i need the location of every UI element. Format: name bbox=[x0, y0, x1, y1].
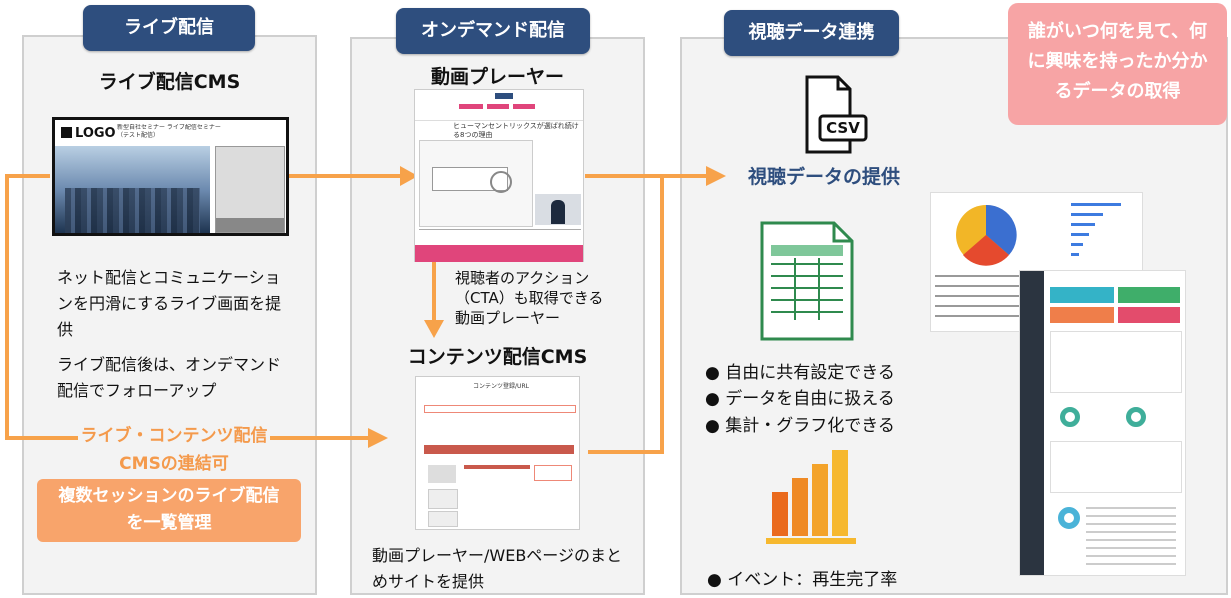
player-presenter bbox=[535, 194, 581, 225]
spreadsheet-icon bbox=[760, 221, 854, 341]
player-screenshot: ヒューマンセントリックスが選ばれ続ける8つの理由 bbox=[414, 89, 584, 262]
cms-screenshot: コンテンツ登録/URL bbox=[415, 376, 580, 530]
player-cta-bar[interactable] bbox=[415, 245, 583, 262]
player-video bbox=[419, 140, 533, 227]
live-heading: ライブ配信CMS bbox=[98, 71, 241, 93]
event-bullet: ● イベント：再生完了率 bbox=[707, 570, 898, 590]
live-chat-panel bbox=[215, 146, 285, 233]
ondemand-tab: オンデマンド配信 bbox=[396, 8, 590, 54]
cms-heading: コンテンツ配信CMS bbox=[407, 346, 588, 368]
live-desc2: ライブ配信後は、オンデマンド配信でフォローアップ bbox=[57, 355, 282, 400]
live-tab: ライブ配信 bbox=[83, 5, 255, 51]
provide-heading: 視聴データの提供 bbox=[748, 166, 901, 188]
live-link-text: ライブ・コンテンツ配信CMSの連結可 bbox=[80, 426, 268, 474]
csv-label: CSV bbox=[826, 119, 860, 137]
cms-desc: 動画プレーヤー/WEBページのまとめサイトを提供 bbox=[372, 546, 622, 591]
player-title: ヒューマンセントリックスが選ばれ続ける8つの理由 bbox=[453, 122, 579, 139]
player-heading: 動画プレーヤー bbox=[430, 66, 564, 88]
dashboard-screenshot bbox=[1019, 270, 1186, 576]
data-tab: 視聴データ連携 bbox=[724, 10, 899, 56]
bullet-3: ● 集計・グラフ化できる bbox=[705, 416, 895, 436]
cms-page-title: コンテンツ登録/URL bbox=[473, 383, 529, 390]
live-screen-title: 新型自社セミナー ライブ配信セミナー（テスト配信） bbox=[117, 124, 221, 139]
bar-chart-icon bbox=[766, 450, 856, 544]
arrow-cms-to-data bbox=[588, 176, 664, 454]
player-controls[interactable] bbox=[419, 229, 581, 238]
data-callout: 誰がいつ何を見て、何に興味を持ったか分かるデータの取得 bbox=[1008, 3, 1227, 125]
bullet-1: ● 自由に共有設定できる bbox=[705, 363, 895, 383]
live-screen: LOGO 新型自社セミナー ライブ配信セミナー（テスト配信） bbox=[52, 117, 289, 236]
live-video bbox=[55, 146, 210, 233]
csv-file-icon bbox=[805, 75, 868, 154]
live-desc1: ネット配信とコミュニケーションを円滑にするライブ画面を提供 bbox=[57, 268, 282, 339]
logo-icon bbox=[61, 127, 72, 138]
live-logo: LOGO bbox=[61, 126, 116, 141]
live-pill: 複数セッションのライブ配信を一覧管理 bbox=[37, 479, 301, 542]
arrow-live-loop bbox=[5, 174, 78, 440]
player-desc: 視聴者のアクション（CTA）も取得できる動画プレーヤー bbox=[455, 269, 604, 327]
bullet-2: ● データを自由に扱える bbox=[705, 389, 895, 409]
